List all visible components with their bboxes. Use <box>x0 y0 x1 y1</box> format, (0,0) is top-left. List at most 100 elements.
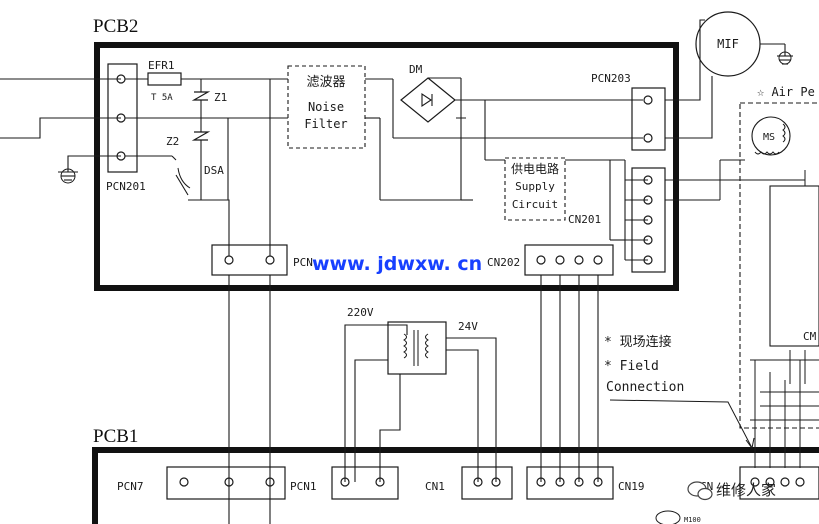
watermark-text: www. jdwxw. cn <box>312 253 482 275</box>
leader-line <box>609 399 753 449</box>
ms-label: MS <box>763 132 775 143</box>
cn1-pin <box>491 477 501 487</box>
cn201-pin <box>643 195 653 205</box>
air-panel-label: ☆ Air Pe <box>757 85 815 99</box>
noise-filter-cn-label: 滤波器 <box>306 75 345 90</box>
noise-filter-en1-label: Noise <box>308 100 344 114</box>
pcn1-pin <box>375 477 385 487</box>
supply-en2-label: Circuit <box>512 198 558 211</box>
ground-icon <box>778 51 792 65</box>
cn202-connector <box>524 244 614 276</box>
pcn1-label: PCN1 <box>290 480 317 493</box>
pcb1-board <box>92 447 819 524</box>
noise-filter-en2-label: Filter <box>304 117 347 131</box>
pcn-mid-connector <box>211 244 288 276</box>
bridge-rectifier-dm <box>400 77 456 123</box>
cn-right-connector <box>739 466 819 500</box>
field-connection-en2: Connection <box>606 380 684 395</box>
pcn203-pin <box>643 133 653 143</box>
supply-cn-label: 供电电路 <box>511 161 559 176</box>
supply-en1-label: Supply <box>515 180 555 193</box>
external-input-wires <box>0 78 121 181</box>
z2-label: Z2 <box>166 135 179 148</box>
noise-filter-block <box>287 65 366 149</box>
cn202-pin <box>555 255 565 265</box>
z1-label: Z1 <box>214 91 227 104</box>
cn19-pin <box>593 477 603 487</box>
cm-label: CM <box>803 330 817 343</box>
pcn7-pin <box>179 477 189 487</box>
pcn7-connector <box>166 466 286 500</box>
rectifier-wiring <box>428 77 643 201</box>
pcn203-label: PCN203 <box>591 72 631 85</box>
pcn-mid-pin <box>224 255 234 265</box>
cn202-pin <box>536 255 546 265</box>
dsa-label: DSA <box>204 164 224 177</box>
cn19-label: CN19 <box>618 480 645 493</box>
cn1-pin <box>473 477 483 487</box>
field-connection-en1: * Field <box>604 359 659 374</box>
cn201-connector <box>631 167 666 273</box>
cn-right-pin <box>765 477 775 487</box>
transformer-coil-icon <box>403 333 429 359</box>
pcn-mid-label: PCN <box>293 256 313 269</box>
v24-label: 24V <box>458 320 478 333</box>
pcn7-pin <box>265 477 275 487</box>
v220-label: 220V <box>347 306 374 319</box>
wechat-icon-small <box>697 487 713 501</box>
pcn1-connector <box>331 466 399 500</box>
cn202-pin <box>593 255 603 265</box>
cn201-pin <box>643 235 653 245</box>
cn19-pin <box>574 477 584 487</box>
dsa-arrester-icon <box>177 167 191 189</box>
supply-circuit-block <box>504 157 566 221</box>
diode-icon <box>421 92 433 108</box>
cm-module <box>769 185 819 347</box>
pcb2-board <box>94 42 679 291</box>
field-connection-cn: * 现场连接 <box>604 334 672 350</box>
fuse-efr1 <box>147 72 182 86</box>
air-panel-box <box>739 102 819 429</box>
pcn203-pin <box>643 95 653 105</box>
pcn-mid-pin <box>265 255 275 265</box>
cn-right-pin <box>750 477 760 487</box>
cn1-label: CN1 <box>425 480 445 493</box>
filter-wiring <box>269 78 473 201</box>
efr1-label: EFR1 <box>148 59 175 72</box>
m100-label: M100 <box>684 516 701 524</box>
varistor-z1-icon <box>191 91 211 101</box>
dm-label: DM <box>409 63 423 76</box>
pcn-mid-wiring <box>201 199 271 256</box>
cn-right-pin <box>780 477 790 487</box>
cn201-pin <box>643 215 653 225</box>
mif-label: MIF <box>717 37 739 51</box>
cn19-connector <box>526 466 614 500</box>
pcn1-pin <box>340 477 350 487</box>
brand-name: 维修人家 <box>716 481 776 499</box>
pcn201-label: PCN201 <box>106 180 146 193</box>
pcb1-label: PCB1 <box>93 426 138 447</box>
transformer <box>387 321 447 375</box>
pcn203-connector <box>631 87 666 151</box>
cn201-pin <box>643 175 653 185</box>
fuse-rating-label: T 5A <box>151 93 173 103</box>
air-panel-wiring <box>665 159 819 468</box>
component-outline <box>655 510 681 524</box>
pcn7-pin <box>224 477 234 487</box>
cn201-label: CN201 <box>568 213 601 226</box>
brand-badge: 维修人家 <box>687 481 776 501</box>
cn202-pin <box>574 255 584 265</box>
coil-icon <box>754 123 786 155</box>
arrow-icon <box>745 437 755 450</box>
varistor-z2-icon <box>191 131 211 141</box>
cn1-connector <box>461 466 513 500</box>
cn19-pin <box>536 477 546 487</box>
cn201-pin <box>643 255 653 265</box>
pcn7-label: PCN7 <box>117 480 144 493</box>
swing-motor-ms <box>751 116 791 156</box>
pcb2-label: PCB2 <box>93 16 138 37</box>
cn19-pin <box>555 477 565 487</box>
cn-right-pin <box>795 477 805 487</box>
